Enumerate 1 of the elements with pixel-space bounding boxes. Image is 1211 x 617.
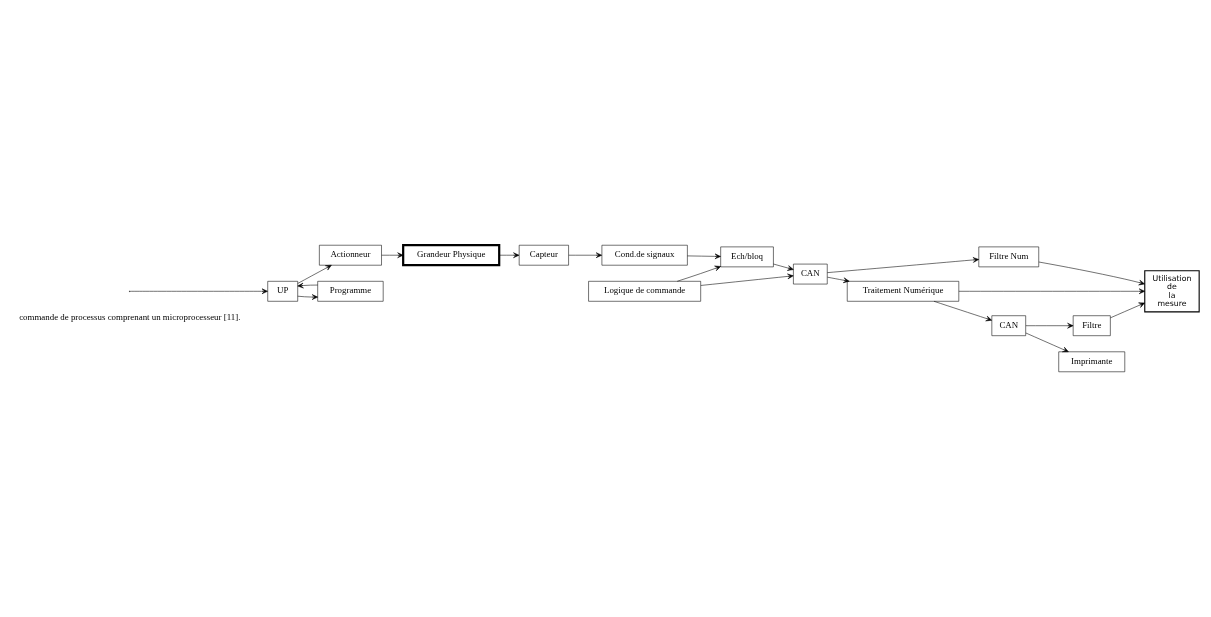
label: commande de processus comprenant un microprocesseur [11]. [19, 312, 241, 323]
